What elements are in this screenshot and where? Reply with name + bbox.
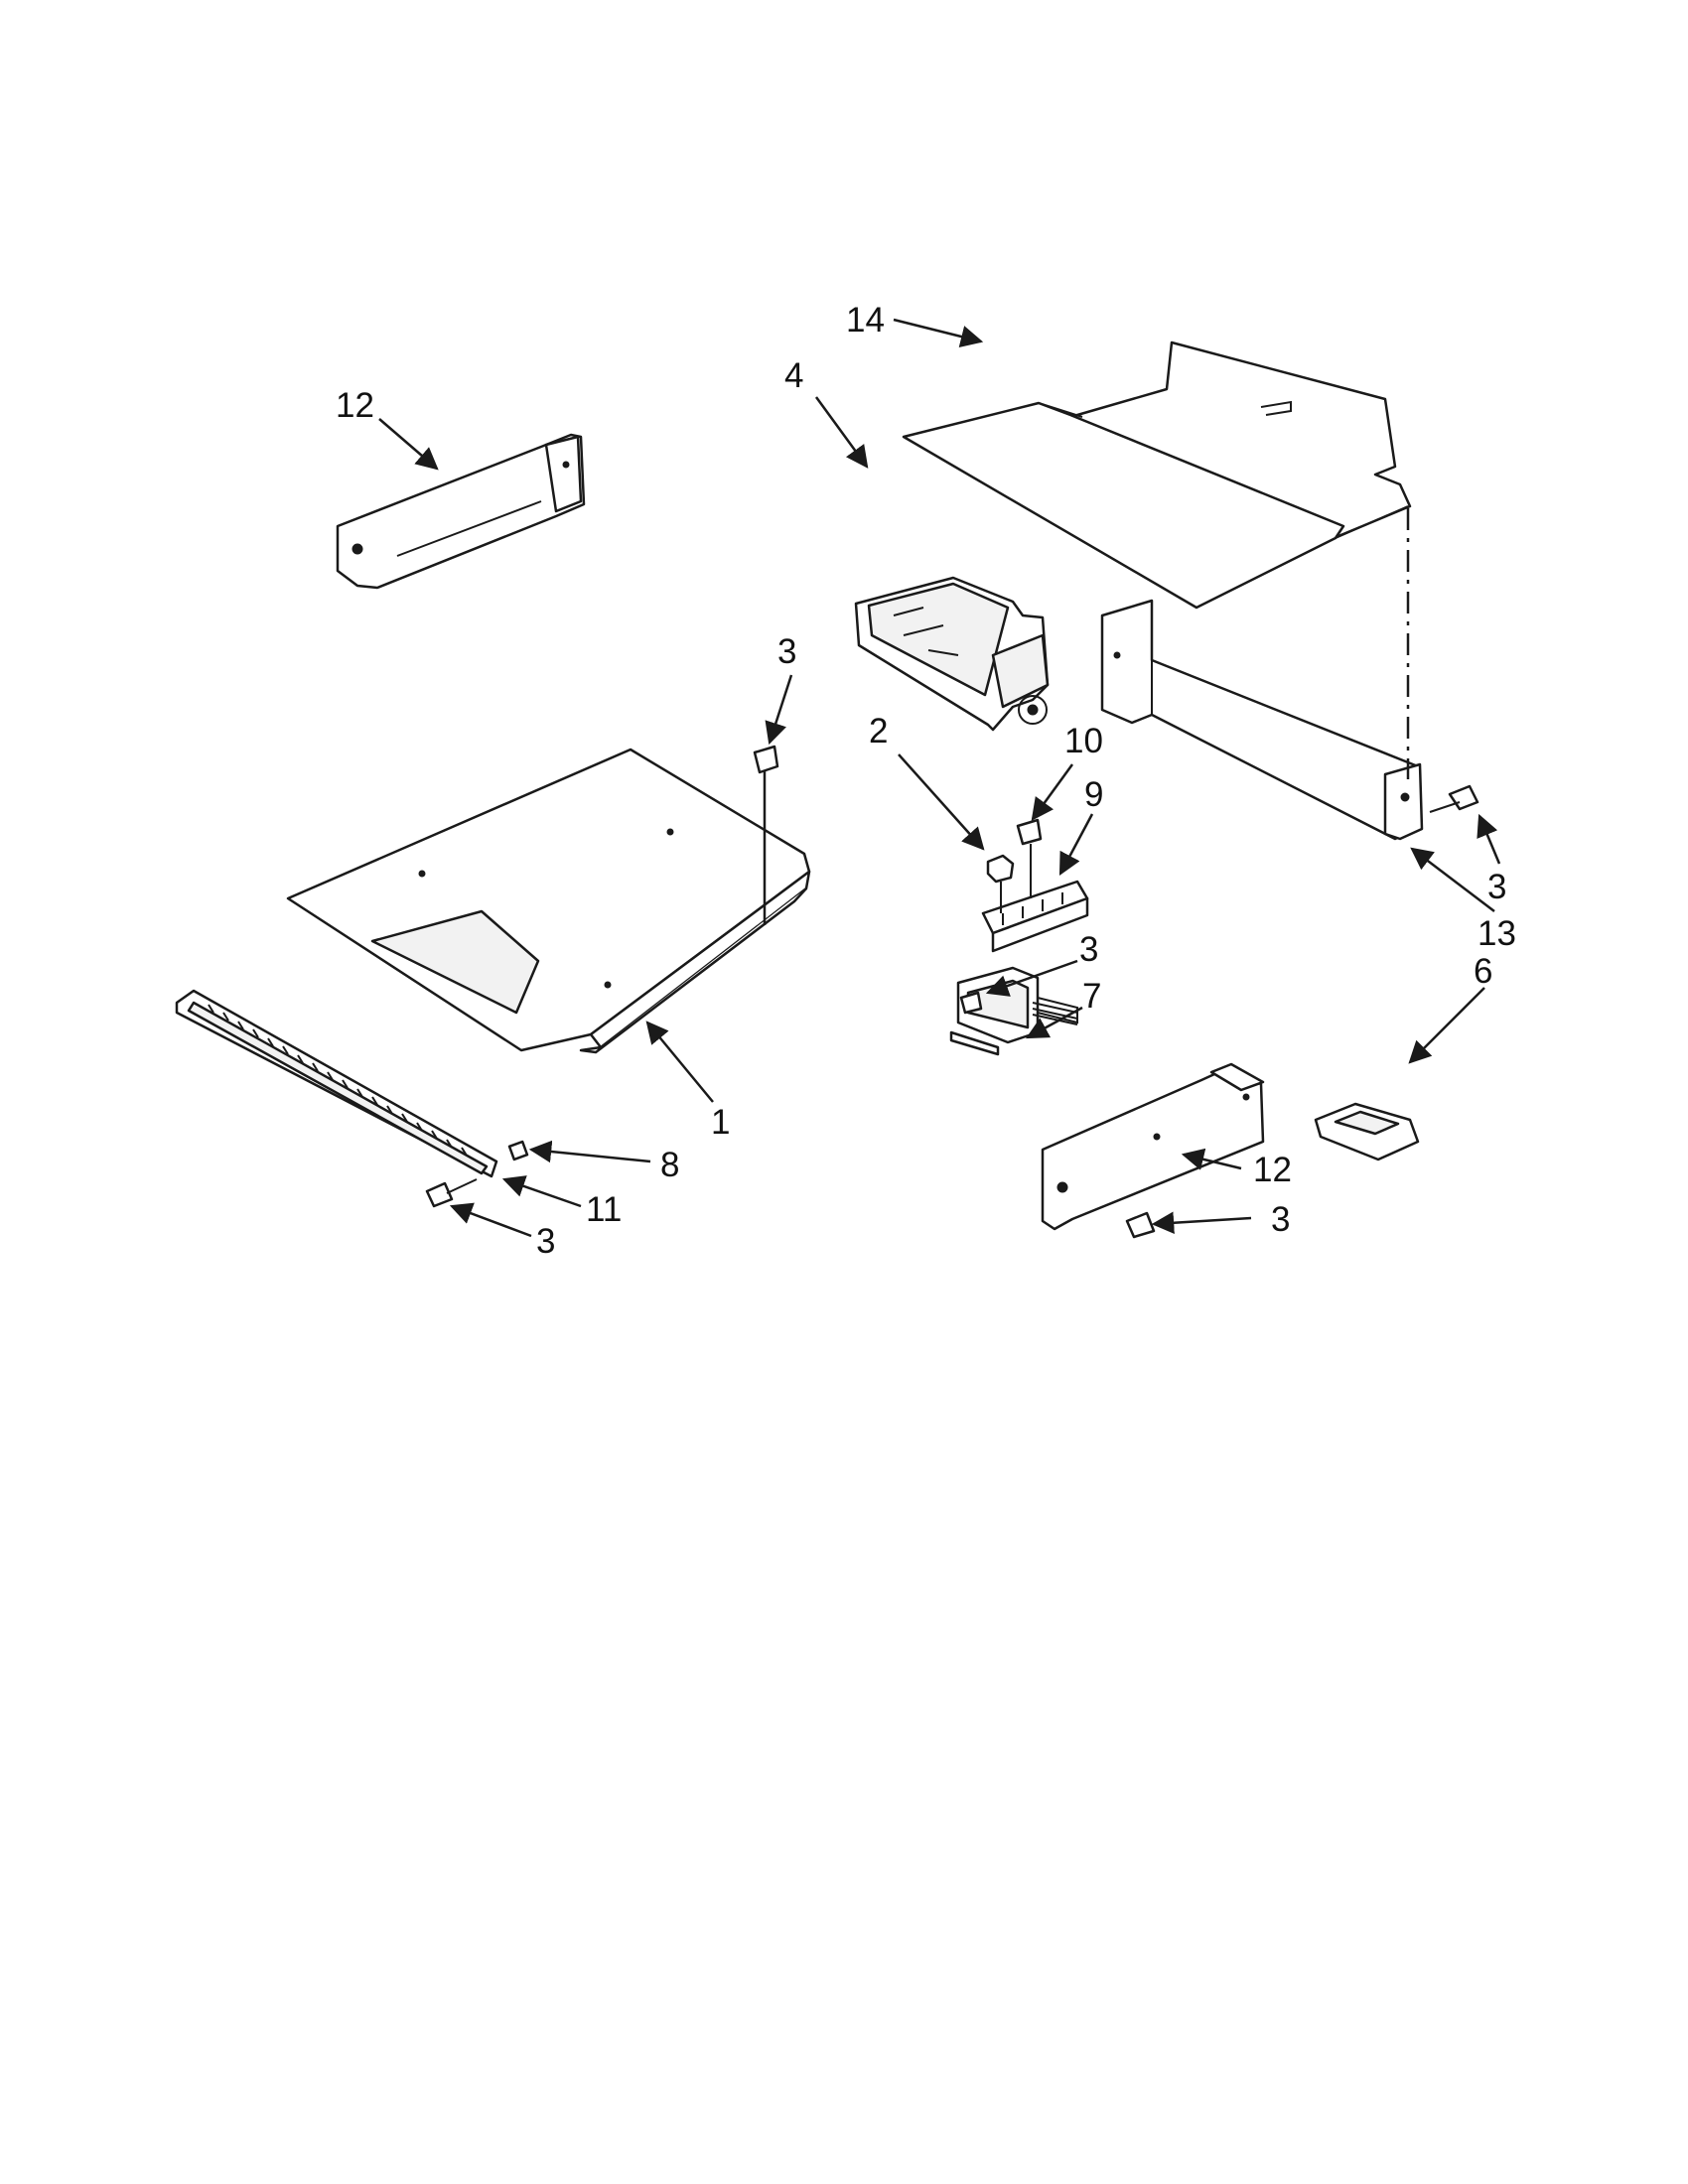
leader-3-top [765,674,793,746]
callout-8: 8 [660,1146,679,1184]
leader-12-lower [1181,1148,1242,1170]
part-12-bracket-upper [336,433,586,590]
callout-6: 6 [1474,952,1492,991]
part-10-screw [1016,818,1043,898]
screw-3-bracket [1125,1211,1156,1239]
callout-1: 1 [711,1103,730,1142]
screw-3-top [753,745,779,774]
part-4-control-module [854,576,1050,732]
leader-3-bracket [1151,1211,1252,1234]
callout-10: 10 [1064,722,1103,760]
part-1-panel [286,748,811,1054]
leader-8 [528,1140,651,1163]
leader-2 [898,753,985,851]
callout-13: 13 [1477,914,1516,953]
callout-3-rail: 3 [536,1222,555,1261]
part-12-bracket-lower [1041,1062,1265,1231]
part-11-rail [175,989,498,1178]
callout-7: 7 [1082,977,1101,1016]
part-13-rear-bracket [1100,599,1424,841]
callout-4: 4 [784,356,803,395]
part-7-transformer [949,966,1078,1056]
callout-3-bracket: 3 [1271,1200,1290,1239]
callout-9: 9 [1084,775,1103,814]
leader-10 [1031,763,1074,821]
screw-3-right [1429,784,1479,813]
leader-11 [501,1175,582,1208]
callout-3-top: 3 [777,632,796,671]
part-6-small-bracket [1314,1102,1420,1161]
part-8-clip [507,1140,529,1161]
callout-2: 2 [869,712,888,751]
callout-12-upper: 12 [336,386,374,425]
leader-13 [1410,847,1495,912]
leader-3-right [1477,813,1501,865]
leader-3-rail [449,1202,532,1238]
callout-12-lower: 12 [1253,1151,1292,1189]
part-2-nut [986,854,1015,913]
callout-3-right: 3 [1487,868,1506,906]
leader-3-transformer [985,959,1078,997]
part-9-terminal-block [981,880,1089,953]
leader-14 [893,318,984,348]
callout-14: 14 [846,301,885,340]
part-14-shield-panel [902,341,1412,610]
screw-3-rail [425,1178,478,1208]
callout-3-transformer: 3 [1079,930,1098,969]
callout-11: 11 [586,1190,622,1229]
screw-3-transformer [959,991,983,1015]
leader-12-upper [378,418,439,471]
leader-6 [1408,987,1485,1064]
leader-1 [645,1021,714,1103]
leader-7 [1026,1006,1083,1039]
leader-9 [1058,813,1094,876]
leader-4 [814,396,869,469]
